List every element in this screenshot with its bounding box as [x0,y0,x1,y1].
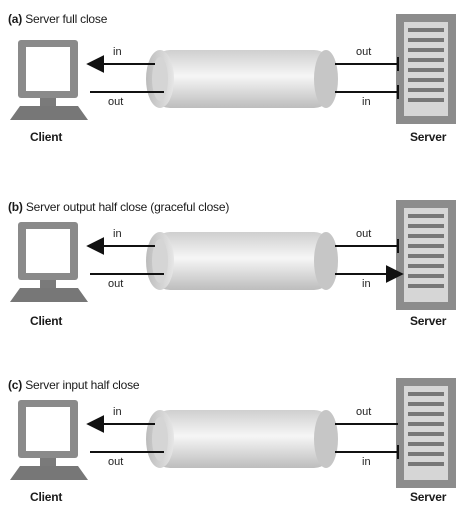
server-label: Server [410,130,447,144]
panel-title: Server input half close [25,378,140,392]
connection-pipe [146,50,338,108]
server-in-label: in [362,456,371,468]
panel-output-half-close: (b) Server output half close (graceful c… [0,164,464,329]
panel-input-half-close: (c) Server input half close [0,342,464,507]
server-in-label: in [362,96,371,108]
server-rack-icon [396,378,456,488]
server-out-label: out [356,46,372,58]
panel-caption: (a) Server full close [8,12,107,26]
client-in-label: in [113,406,122,418]
server-in-label: in [362,278,371,290]
client-computer-icon [10,400,88,480]
client-label: Client [30,314,63,328]
client-in-label: in [113,228,122,240]
panel-tag: (b) [8,200,23,214]
client-computer-icon [10,40,88,120]
client-out-label: out [108,96,124,108]
panel-caption: (c) Server input half close [8,378,140,392]
panel-caption: (b) Server output half close (graceful c… [8,200,229,214]
client-in-label: in [113,46,122,58]
connection-pipe [146,410,338,468]
client-computer-icon [10,222,88,302]
panel-full-close: (a) Server full close [0,0,464,165]
panel-title: Server full close [25,12,108,26]
server-rack-icon [396,200,456,310]
connection-diagram [10,200,456,310]
client-label: Client [30,490,63,504]
server-label: Server [410,490,447,504]
server-out-label: out [356,228,372,240]
panel-title: Server output half close (graceful close… [25,200,230,214]
panel-tag: (a) [8,12,23,26]
client-out-label: out [108,456,124,468]
server-label: Server [410,314,447,328]
client-label: Client [30,130,63,144]
panel-tag: (c) [8,378,23,392]
client-out-label: out [108,278,124,290]
connection-diagram [10,14,456,124]
connection-diagram [10,378,456,488]
server-out-label: out [356,406,372,418]
connection-pipe [146,232,338,290]
server-rack-icon [396,14,456,124]
